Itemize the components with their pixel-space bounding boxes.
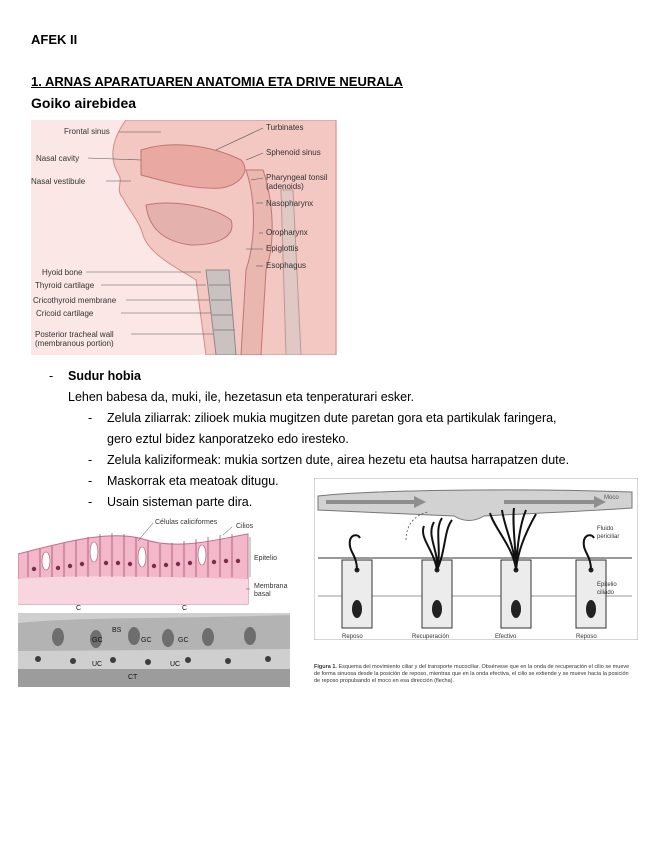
label-posterior-tracheal-wall: Posterior tracheal wall — [35, 330, 114, 339]
caption-line-1: Esquema del movimiento ciliar y del tran… — [338, 664, 630, 670]
subsection-title: Goiko airebidea — [31, 95, 137, 111]
sub-bullet-zelula-kaliziformeak: Zelula kaliziformeak: mukia sortzen dute… — [107, 453, 570, 467]
phase-label-reposo: Reposo — [576, 634, 597, 640]
bullet-intro-text: Lehen babesa da, muki, ile, hezetasun et… — [68, 390, 415, 404]
epithelium-histology-figure: Células caliciformes Cilios Epitelio Mem… — [17, 519, 290, 687]
label-nasal-cavity: Nasal cavity — [36, 154, 80, 163]
upper-airway-anatomy-illustration — [31, 119, 337, 356]
label-sphenoid-sinus: Sphenoid sinus — [266, 148, 321, 157]
label-ciliado: ciliado — [597, 590, 615, 596]
label-cilios: Cilios — [236, 523, 254, 530]
label-turbinates: Turbinates — [266, 123, 304, 132]
sub-bullet-dash: - — [88, 453, 93, 467]
label-oropharynx: Oropharynx — [266, 228, 308, 237]
bullet-dash: - — [49, 369, 54, 383]
label-adenoids: (adenoids) — [266, 182, 304, 191]
sub-bullet-maskorrak: Maskorrak eta meatoak ditugu. — [107, 474, 279, 488]
caption-line-2: de forma sinuosa desde la posición de re… — [314, 671, 629, 677]
figure-caption: Figura 1. Esquema del movimiento ciliar … — [314, 664, 644, 685]
sub-bullet-zelula-ziliarrak: Zelula ziliarrak: zilioek mukia mugitzen… — [107, 411, 557, 425]
label-epitelio-ciliado: Epitelio — [597, 582, 617, 588]
micro-label-gc: GC — [178, 637, 189, 644]
label-esophagus: Esophagus — [266, 261, 307, 270]
micro-label-bs: BS — [112, 627, 122, 634]
label-frontal-sinus: Frontal sinus — [64, 127, 110, 136]
label-cricothyroid-membrane: Cricothyroid membrane — [33, 296, 117, 305]
label-basal: basal — [254, 591, 271, 598]
label-thyroid-cartilage: Thyroid cartilage — [35, 281, 95, 290]
section-title: 1. ARNAS APARATUAREN ANATOMIA ETA DRIVE … — [31, 74, 403, 89]
phase-label-efectivo: Efectivo — [495, 634, 517, 640]
bullet-list: - Sudur hobia Lehen babesa da, muki, ile… — [0, 366, 655, 516]
sub-bullet-zelula-ziliarrak-cont: gero eztul bidez kanporatzeko edo ireste… — [107, 432, 349, 446]
label-celulas-caliciformes: Células caliciformes — [155, 519, 218, 526]
label-nasopharynx: Nasopharynx — [266, 199, 314, 208]
document-title: AFEK II — [31, 32, 78, 47]
label-nasal-vestibule: Nasal vestibule — [31, 177, 86, 186]
label-pharyngeal-tonsil: Pharyngeal tonsil — [266, 173, 328, 182]
label-epitelio: Epitelio — [254, 555, 277, 562]
label-moco: Moco — [604, 495, 619, 501]
label-membrana: Membrana — [254, 583, 288, 590]
phase-label-recuperacion: Recuperación — [412, 634, 450, 640]
micro-label-ct: CT — [128, 674, 138, 681]
caption-label: Figura 1. — [314, 664, 337, 670]
label-fluido: Fluido — [597, 526, 614, 532]
upper-airway-anatomy-figure: Frontal sinus Nasal cavity Nasal vestibu… — [31, 119, 337, 356]
label-cricoid-cartilage: Cricoid cartilage — [36, 309, 94, 318]
micro-label-gc: GC — [141, 637, 152, 644]
micro-label-uc: UC — [170, 661, 181, 668]
sub-bullet-dash: - — [88, 411, 93, 425]
cilia-movement-diagram — [313, 477, 639, 641]
sub-bullet-usain-sisteman: Usain sisteman parte dira. — [107, 495, 253, 509]
micro-label-c: C — [76, 605, 82, 612]
ciliated-epithelium-illustration — [17, 519, 290, 687]
label-hyoid-bone: Hyoid bone — [42, 268, 83, 277]
bullet-title-sudur-hobia: Sudur hobia — [68, 369, 141, 383]
label-membranous-portion: (membranous portion) — [35, 339, 114, 348]
label-epiglottis: Epiglottis — [266, 244, 299, 253]
micro-label-gc: GC — [92, 637, 103, 644]
micro-label-uc: UC — [92, 661, 103, 668]
mucociliary-transport-figure: Moco Fluido periciliar Epitelio ciliado … — [313, 477, 639, 688]
label-periciliar: periciliar — [597, 534, 620, 540]
micro-label-c: C — [182, 605, 188, 612]
sub-bullet-dash: - — [88, 495, 93, 509]
caption-line-3: de reposo propulsando el moco en esa dir… — [314, 678, 455, 684]
sub-bullet-dash: - — [88, 474, 93, 488]
phase-label-reposo: Reposo — [342, 634, 363, 640]
